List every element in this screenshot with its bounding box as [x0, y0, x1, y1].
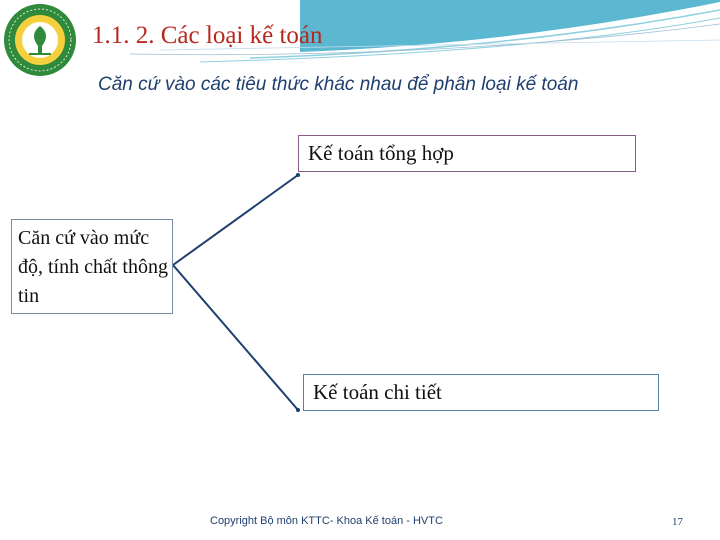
slide-title: 1.1. 2. Các loại kế toán — [92, 22, 323, 49]
page-number: 17 — [672, 516, 683, 528]
footer-copyright: Copyright Bộ môn KTTC- Khoa Kế toán - HV… — [210, 515, 443, 527]
connector-dot-top — [296, 173, 300, 177]
connector-line-top — [171, 174, 299, 411]
root-criteria-box: Căn cứ vào mức độ, tính chất thông tin — [11, 219, 173, 314]
slide-subtitle: Căn cứ vào các tiêu thức khác nhau để ph… — [98, 74, 579, 95]
header-decoration — [129, 0, 720, 63]
branch-general-accounting: Kế toán tổng hợp — [298, 135, 636, 172]
connector-dot-bottom — [296, 408, 300, 412]
academy-of-finance-logo — [4, 4, 76, 76]
branch-detailed-accounting: Kế toán chi tiết — [303, 374, 659, 411]
